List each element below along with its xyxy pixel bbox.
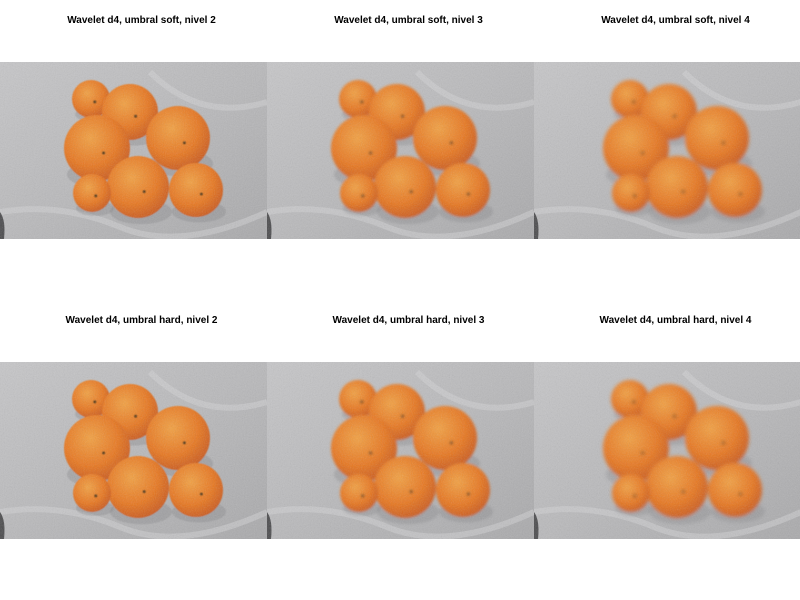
panel-title: Wavelet d4, umbral soft, nivel 3 xyxy=(334,15,483,26)
denoised-image-hard-4 xyxy=(534,362,800,539)
denoised-image-soft-4 xyxy=(534,62,800,239)
oranges-photo xyxy=(267,362,534,539)
panel-title: Wavelet d4, umbral hard, nivel 2 xyxy=(65,315,218,326)
oranges-photo xyxy=(267,62,534,239)
oranges-photo xyxy=(0,362,267,539)
denoised-image-hard-3 xyxy=(267,362,534,539)
panel-title: Wavelet d4, umbral soft, nivel 4 xyxy=(601,15,750,26)
oranges-photo xyxy=(534,362,800,539)
denoised-image-soft-3 xyxy=(267,62,534,239)
panel-title: Wavelet d4, umbral soft, nivel 2 xyxy=(67,15,216,26)
panel-title: Wavelet d4, umbral hard, nivel 3 xyxy=(332,315,485,326)
denoised-image-hard-2 xyxy=(0,362,267,539)
oranges-photo xyxy=(534,62,800,239)
oranges-photo xyxy=(0,62,267,239)
panel-title: Wavelet d4, umbral hard, nivel 4 xyxy=(599,315,752,326)
denoised-image-soft-2 xyxy=(0,62,267,239)
